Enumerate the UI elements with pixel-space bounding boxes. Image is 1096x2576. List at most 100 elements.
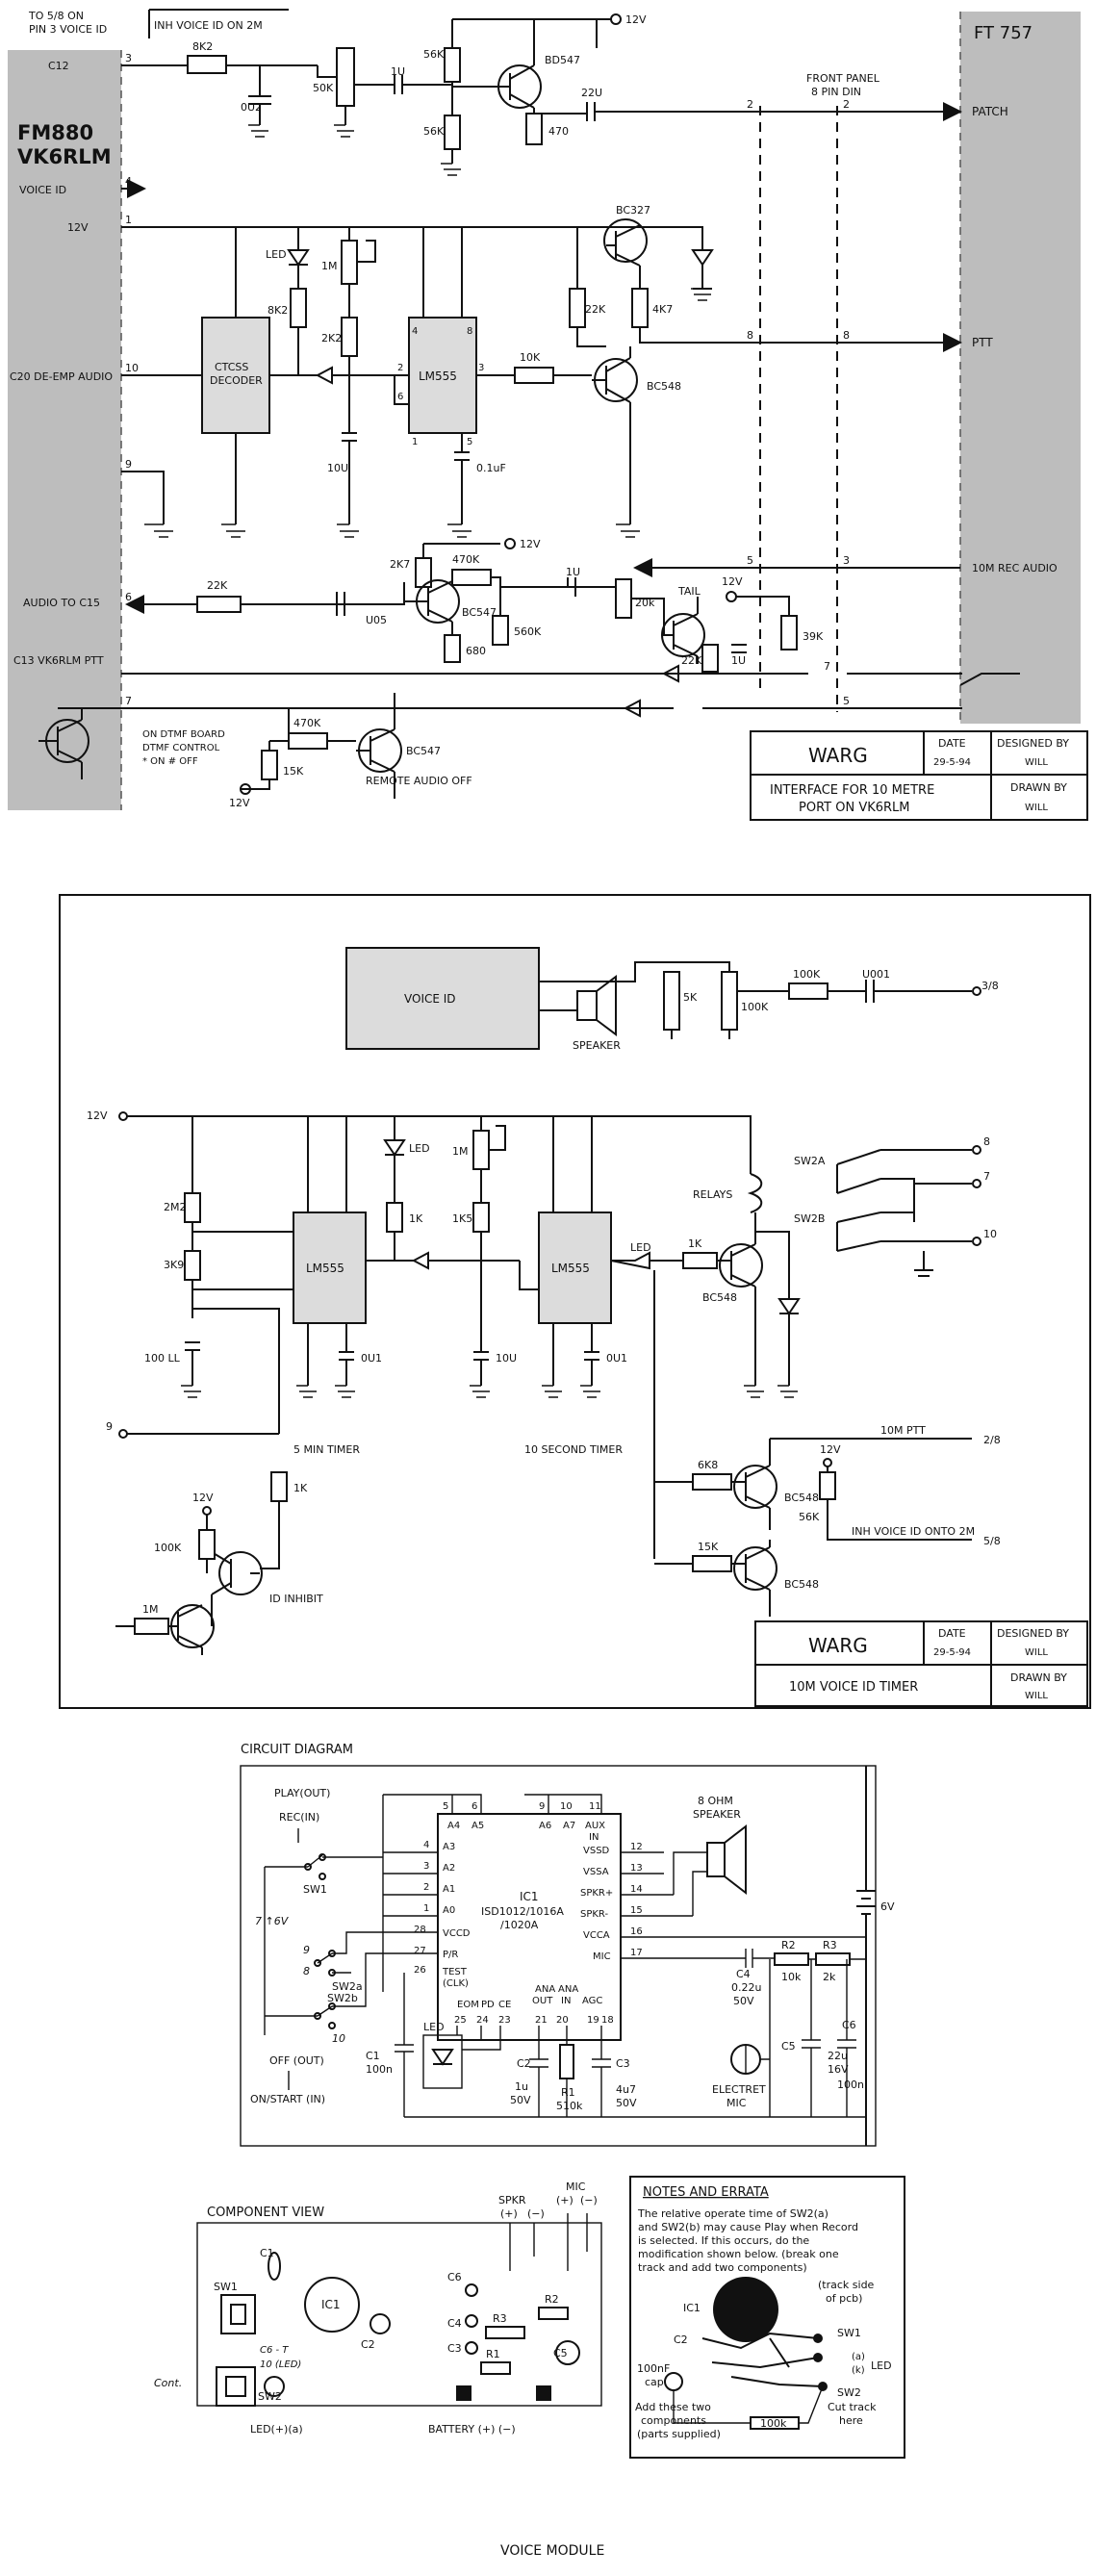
svg-text:Add these two: Add these two — [635, 2401, 711, 2413]
svg-text:1U: 1U — [566, 566, 580, 578]
svg-text:(−): (−) — [580, 2194, 598, 2206]
svg-text:50V: 50V — [616, 2097, 637, 2109]
svg-text:WILL: WILL — [1025, 1647, 1048, 1658]
svg-text:A1: A1 — [443, 1884, 455, 1895]
svg-text:is selected. If this occurs, d: is selected. If this occurs, do the — [638, 2234, 809, 2247]
svg-text:A6: A6 — [539, 1821, 551, 1831]
svg-text:WILL: WILL — [1025, 1691, 1048, 1701]
sheet-interface-10m: FM880 VK6RLM FT 757 TO 5/8 ON PIN 3 VOIC… — [8, 9, 1088, 821]
svg-text:IN: IN — [589, 1832, 599, 1843]
svg-text:C2: C2 — [674, 2334, 688, 2346]
svg-text:29-5-94: 29-5-94 — [933, 1647, 971, 1658]
svg-text:100K: 100K — [154, 1542, 182, 1554]
vk6rlm-title: VK6RLM — [17, 145, 112, 168]
svg-text:A7: A7 — [563, 1821, 575, 1831]
svg-text:7: 7 — [983, 1170, 990, 1183]
svg-text:C2: C2 — [517, 2057, 531, 2070]
svg-text:(k): (k) — [852, 2365, 865, 2376]
svg-text:AUX: AUX — [585, 1821, 605, 1831]
svg-text:(a): (a) — [852, 2352, 865, 2362]
svg-text:22U: 22U — [581, 87, 602, 99]
svg-text:2M2: 2M2 — [164, 1201, 187, 1213]
label-dtmf3: * ON # OFF — [142, 756, 198, 767]
svg-text:1M: 1M — [452, 1145, 469, 1158]
component-view: COMPONENT VIEW SPKR (+) (−) MIC (+) (−) … — [154, 2181, 602, 2436]
svg-text:U05: U05 — [366, 614, 387, 626]
svg-text:CE: CE — [498, 2000, 511, 2010]
svg-text:12V: 12V — [722, 575, 743, 588]
svg-text:track and add two components): track and add two components) — [638, 2261, 807, 2274]
svg-text:39K: 39K — [803, 630, 824, 643]
svg-text:REC(IN): REC(IN) — [279, 1811, 319, 1824]
svg-text:680: 680 — [466, 645, 486, 657]
svg-text:IC1: IC1 — [520, 1890, 539, 1903]
svg-text:510k: 510k — [556, 2100, 583, 2112]
svg-text:BC548: BC548 — [702, 1291, 737, 1304]
svg-text:10M REC AUDIO: 10M REC AUDIO — [972, 562, 1058, 574]
label-dtmf2: DTMF CONTROL — [142, 743, 220, 753]
svg-text:(track side: (track side — [818, 2279, 875, 2291]
svg-text:SPKR+: SPKR+ — [580, 1888, 613, 1899]
svg-text:NOTES AND ERRATA: NOTES AND ERRATA — [643, 2185, 769, 2200]
label-c12: C12 — [48, 60, 69, 72]
sheet-voice-id-timer: VOICE ID SPEAKER 5K 100K 100K U001 3/8 1… — [59, 894, 1091, 1709]
svg-text:1K5: 1K5 — [452, 1212, 472, 1225]
label-voice-id: VOICE ID — [19, 184, 66, 196]
ic1-isd1012 — [437, 1813, 622, 2041]
svg-text:OUT: OUT — [532, 1996, 553, 2006]
svg-text:BC548: BC548 — [784, 1578, 819, 1591]
svg-text:1M: 1M — [142, 1603, 159, 1616]
svg-text:5: 5 — [467, 437, 472, 447]
svg-text:U001: U001 — [862, 968, 890, 981]
svg-text:C1: C1 — [366, 2050, 380, 2062]
svg-text:3: 3 — [478, 363, 484, 373]
svg-text:SW2a: SW2a — [332, 1980, 363, 1993]
pcb-outline — [196, 2222, 602, 2407]
svg-text:SPEAKER: SPEAKER — [573, 1039, 621, 1052]
svg-text:LED: LED — [423, 2021, 445, 2033]
ic1-outline — [304, 2277, 360, 2333]
svg-text:3K9: 3K9 — [164, 1259, 184, 1271]
svg-text:8K2: 8K2 — [192, 40, 213, 53]
svg-text:5: 5 — [843, 695, 850, 707]
svg-text:8: 8 — [983, 1135, 990, 1148]
svg-text:10 (LED): 10 (LED) — [260, 2359, 301, 2370]
svg-text:2K7: 2K7 — [390, 558, 410, 571]
svg-text:here: here — [839, 2414, 863, 2427]
label-dtmf1: ON DTMF BOARD — [142, 729, 225, 740]
svg-text:12: 12 — [630, 1842, 643, 1852]
svg-text:9: 9 — [539, 1801, 545, 1812]
svg-text:56K: 56K — [423, 125, 445, 138]
svg-text:0U1: 0U1 — [361, 1352, 382, 1365]
svg-text:5: 5 — [443, 1801, 448, 1812]
svg-text:DATE: DATE — [938, 737, 966, 750]
svg-text:LED: LED — [266, 248, 287, 261]
svg-text:DESIGNED BY: DESIGNED BY — [997, 1627, 1069, 1640]
svg-text:100k: 100k — [760, 2417, 787, 2430]
svg-text:3: 3 — [843, 554, 850, 567]
lm555-10sec — [538, 1211, 612, 1324]
svg-text:Cut track: Cut track — [828, 2401, 877, 2413]
svg-text:modification shown below. (bre: modification shown below. (break one — [638, 2248, 839, 2260]
svg-text:SW2B: SW2B — [794, 1212, 825, 1225]
svg-text:21: 21 — [535, 2015, 548, 2026]
svg-text:24: 24 — [476, 2015, 489, 2026]
svg-text:LM555: LM555 — [306, 1262, 344, 1275]
svg-text:(parts supplied): (parts supplied) — [637, 2428, 721, 2440]
svg-text:12V: 12V — [820, 1443, 841, 1456]
svg-text:6: 6 — [125, 591, 132, 603]
svg-text:16V: 16V — [828, 2063, 849, 2076]
svg-text:1: 1 — [125, 214, 132, 226]
svg-text:12V: 12V — [229, 797, 250, 809]
svg-text:10: 10 — [983, 1228, 997, 1240]
svg-text:DATE: DATE — [938, 1627, 966, 1640]
svg-text:BC548: BC548 — [647, 380, 681, 393]
svg-text:P/R: P/R — [443, 1950, 458, 1960]
svg-text:14: 14 — [630, 1884, 643, 1895]
svg-text:ANA: ANA — [535, 1984, 555, 1995]
svg-text:5/8: 5/8 — [983, 1535, 1001, 1547]
svg-text:C5: C5 — [553, 2347, 568, 2359]
ft757-title: FT 757 — [974, 23, 1032, 43]
svg-text:2k: 2k — [823, 1971, 836, 1983]
svg-text:5 MIN TIMER: 5 MIN TIMER — [293, 1443, 360, 1456]
